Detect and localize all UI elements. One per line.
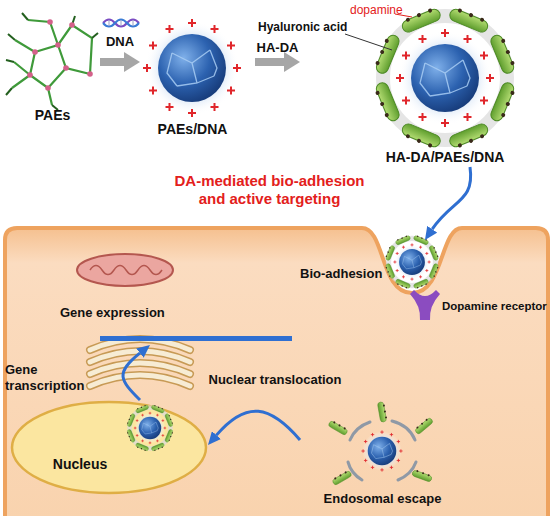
annotation-label: Hyaluronic acid bbox=[258, 20, 347, 34]
chain-end bbox=[6, 13, 98, 110]
ha-da-rod bbox=[328, 420, 349, 436]
nucleus-outline bbox=[10, 400, 208, 495]
mitochondrion bbox=[77, 254, 173, 286]
polyplex-core bbox=[361, 430, 402, 471]
crosslink-dot bbox=[69, 22, 75, 28]
endosome bbox=[328, 401, 434, 485]
polymer-node: PAEs bbox=[5, 15, 100, 130]
ha-da-rod bbox=[412, 469, 433, 482]
bio-adhesion-node: Bio-adhesion bbox=[295, 240, 445, 295]
endosome-node: Endosomal escape bbox=[300, 415, 465, 510]
mrna-strand bbox=[100, 336, 292, 341]
coated-particle bbox=[373, 6, 518, 151]
endoplasmic-reticulum bbox=[90, 339, 190, 386]
node-label: PAEs bbox=[5, 107, 100, 124]
node-label: Nucleus bbox=[40, 456, 120, 473]
cell-body bbox=[5, 228, 548, 516]
dna-strand bbox=[103, 20, 139, 27]
endosome-membrane bbox=[348, 421, 416, 480]
arrow-label: HA-DA bbox=[250, 40, 305, 56]
dna-rung bbox=[109, 20, 133, 26]
er-lumen bbox=[90, 339, 190, 386]
node-label: Gene expression bbox=[60, 305, 210, 321]
dna-helix bbox=[103, 20, 139, 27]
mitochondrion-body bbox=[77, 254, 173, 286]
receptor-symbol bbox=[410, 290, 440, 320]
ha-da-rod bbox=[414, 417, 434, 435]
process-arrow bbox=[216, 411, 300, 440]
nanoparticle-node: PAEs/DNA bbox=[140, 15, 255, 135]
cristae bbox=[90, 266, 162, 275]
arrow-label: DA-mediated bio-adhesion and active targ… bbox=[162, 172, 377, 208]
ha-da-rod bbox=[377, 401, 387, 422]
crosslink-dot bbox=[27, 72, 33, 78]
er-outline bbox=[90, 339, 190, 386]
leader-line bbox=[345, 34, 392, 50]
arrow-label: DNA bbox=[95, 34, 145, 50]
polymer-network bbox=[6, 13, 98, 110]
gene-expression-node: Gene expression bbox=[55, 300, 300, 345]
annotation-label: dopamine bbox=[350, 3, 403, 17]
process-arrow bbox=[123, 353, 140, 400]
crosslink-dot bbox=[63, 65, 69, 71]
arrow-label: Gene transcription bbox=[5, 362, 105, 393]
crosslink-dot bbox=[45, 85, 51, 91]
node-label: PAEs/DNA bbox=[135, 121, 250, 138]
process-arrow bbox=[255, 58, 284, 66]
crosslink-dot bbox=[55, 42, 61, 48]
annotation-label: Dopamine receptor bbox=[442, 300, 547, 314]
crosslink-dot bbox=[47, 19, 53, 25]
node-label: Endosomal escape bbox=[300, 491, 465, 507]
ha-da-rod bbox=[331, 470, 352, 486]
polymer-chain bbox=[12, 20, 92, 105]
nucleus-node: Nucleus bbox=[10, 400, 208, 495]
crosslink-dot bbox=[87, 71, 93, 77]
process-arrow bbox=[432, 167, 470, 229]
node-label: HA-DA/PAEs/DNA bbox=[360, 149, 530, 166]
nucleus-shape bbox=[12, 402, 206, 493]
process-arrow bbox=[100, 58, 124, 66]
coated-particle bbox=[126, 404, 174, 452]
dna-strand bbox=[103, 20, 139, 27]
arrow-label: Nuclear translocation bbox=[190, 372, 360, 388]
polyplex-core bbox=[143, 19, 241, 117]
crosslink-dot bbox=[32, 49, 38, 55]
node-label: Bio-adhesion bbox=[300, 266, 400, 282]
coated-particle bbox=[385, 235, 440, 290]
